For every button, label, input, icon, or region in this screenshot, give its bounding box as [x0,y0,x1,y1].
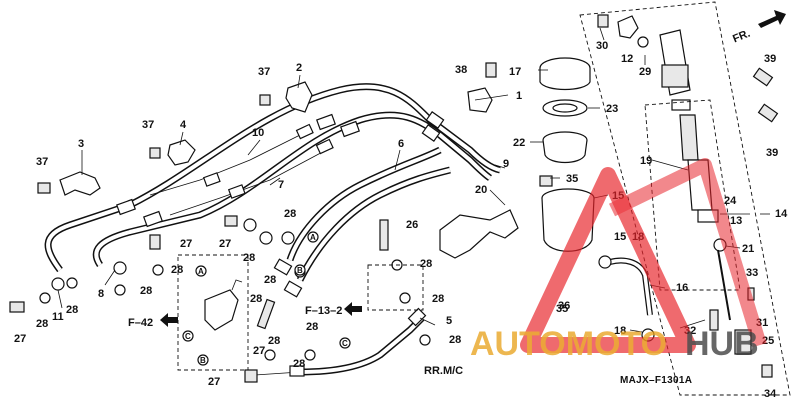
part-label: 23 [606,103,618,115]
part-label: 28 [250,293,262,305]
part-label: 2 [296,62,302,74]
part-label: 9 [503,158,509,170]
part-label: 17 [509,66,521,78]
part-label: 8 [98,288,104,300]
reference-f13-2: F–13–2 [305,302,362,317]
ref-f42-text: F–42 [128,317,153,329]
part-label: 24 [724,195,737,207]
part-label: 3 [78,138,84,150]
part-label: 27 [208,376,220,388]
circle-label: A [310,233,316,242]
watermark-text-b: HUB [685,325,759,363]
part-label: 28 [264,274,276,286]
part-label: 16 [676,282,688,294]
part-label: 28 [284,208,296,220]
part-label: 28 [306,321,318,333]
reference-f42: F–42 [128,313,178,329]
master-cylinder [659,29,752,355]
part-label: 37 [142,119,154,131]
hose-fittings [116,111,445,377]
part-label: 19 [640,155,652,167]
part-label: 27 [180,238,192,250]
part-label: 28 [268,335,280,347]
part-label: 7 [278,179,284,191]
part-label: 10 [252,127,264,139]
part-label: 38 [455,64,467,76]
part-label: 15 [614,231,626,243]
part-label: 11 [52,311,64,323]
part-label: 28 [420,258,432,270]
part-labels: 1 2 3 4 5 6 7 8 9 10 11 12 13 14 15 16 1… [14,40,788,400]
part-label: 21 [742,243,754,255]
part-label: 27 [219,238,231,250]
part-label: 4 [180,119,187,131]
master-cylinder-frame [579,1,791,396]
arrow-forward-icon [758,10,786,28]
diagram-code: MAJX–F1301A [620,375,692,386]
part-label: 5 [446,315,452,327]
clamps [59,81,493,196]
part-label: 36 [558,300,570,312]
circle-label: C [342,339,348,348]
part-label: 37 [258,66,270,78]
part-label: 13 [730,215,742,227]
circle-label: C [185,332,191,341]
part-label: 39 [764,53,776,65]
part-label: 34 [764,388,777,400]
circle-labels: A C B A B C [182,231,351,366]
part-label: 27 [253,345,265,357]
reservoir [539,57,595,252]
arrow-left-icon [344,302,362,316]
part-label: 22 [513,137,525,149]
part-label: 33 [746,267,758,279]
watermark: AUTOMOTO HUB [470,158,767,363]
part-label: 18 [614,325,626,337]
part-label: 28 [66,304,78,316]
part-label: 20 [475,184,487,196]
part-label: 6 [398,138,404,150]
bracket-detail [204,289,239,331]
part-label: 14 [775,208,788,220]
part-label: 28 [243,252,255,264]
watermark-text-a: AUTOMOTO [470,325,667,363]
direction-indicator: FR. [731,10,786,45]
hose-clip [598,255,612,269]
part-label: 29 [639,66,651,78]
part-label: 28 [449,334,461,346]
part-label: 26 [406,219,418,231]
reservoir-bracket [439,209,519,259]
part-label: 39 [766,147,778,159]
circle-label: B [200,356,206,365]
section-label: RR.M/C [424,365,463,377]
part-label: 35 [556,303,568,315]
part-label: 12 [621,53,633,65]
part-label: 28 [432,293,444,305]
part-label: 1 [516,90,522,102]
part-label: 27 [14,333,26,345]
part-label: 28 [293,358,305,370]
part-label: 28 [171,264,183,276]
part-label: 37 [36,156,48,168]
part-label: 28 [36,318,48,330]
part-label: 35 [566,173,578,185]
direction-label: FR. [731,28,752,46]
arrow-left-icon [160,313,178,327]
detail-frame-left [177,254,249,371]
ref-f13-2-text: F–13–2 [305,305,342,317]
watermark-logo [520,158,767,353]
circle-label: A [198,267,204,276]
circle-label: B [297,266,303,275]
detail-frame-right [367,264,424,311]
part-label: 28 [140,285,152,297]
leader-lines [57,27,770,333]
part-label: 30 [596,40,608,52]
boot-cup [617,15,639,39]
